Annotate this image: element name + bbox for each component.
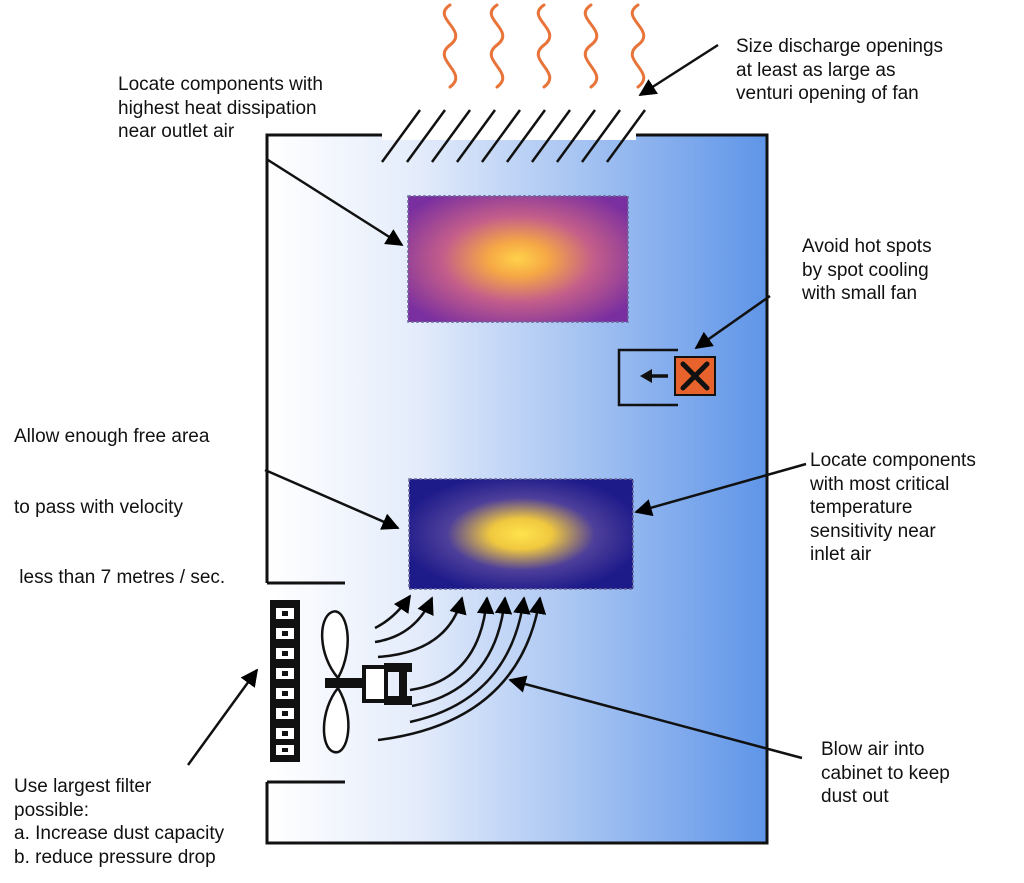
callout-discharge [638,43,719,97]
callout-arrows [186,43,807,766]
callout-critical [634,462,807,517]
top-discharge-opening [382,128,636,140]
critical-component [408,478,634,590]
label-blow: Blow air into cabinet to keep dust out [821,739,950,807]
cabinet-outline [265,133,769,845]
callout-hotspots [694,294,771,350]
vent-grille-icon [380,109,647,163]
intake-fan-icon [321,610,412,754]
callout-outlet [267,158,404,247]
label-critical: Locate components with most critical tem… [810,450,976,565]
callout-filter [186,668,259,766]
label-hotspots: Avoid hot spots by spot cooling with sma… [802,236,932,304]
spot-fan-icon [617,348,716,407]
heat-waves-icon [442,3,646,89]
hot-component [407,195,629,323]
label-outlet: Locate components with highest heat diss… [118,74,323,142]
label-free-area: Allow enough free area to pass with velo… [14,426,226,588]
air-filter-icon [270,600,300,762]
label-discharge: Size discharge openings at least as larg… [736,36,944,104]
label-filter: Use largest filter possible: a. Increase… [14,776,225,868]
callout-blow [508,675,803,760]
airflow-arrows [374,594,547,742]
callout-free-area [264,468,400,530]
